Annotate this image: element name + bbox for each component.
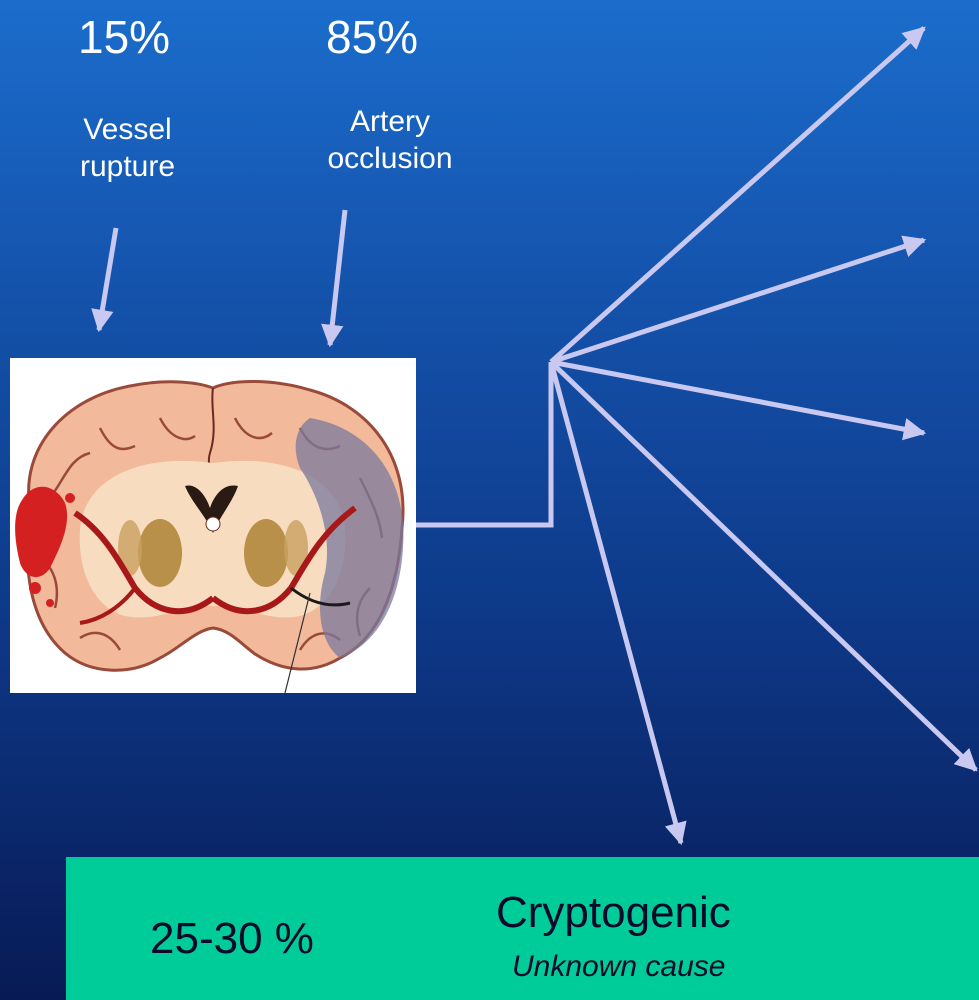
cryptogenic-title: Cryptogenic bbox=[496, 891, 731, 935]
brain-coronal-section-icon bbox=[10, 358, 416, 693]
arrow-branch-1 bbox=[551, 28, 924, 362]
arrow-rupture bbox=[99, 228, 116, 330]
arrow-branch-4 bbox=[551, 362, 976, 770]
arrow-branch-2 bbox=[551, 240, 924, 362]
cryptogenic-subtitle: Unknown cause bbox=[512, 952, 725, 982]
cryptogenic-box: 25-30 % Cryptogenic Unknown cause bbox=[66, 857, 979, 1000]
connector-elbow bbox=[416, 362, 551, 525]
cryptogenic-percent: 25-30 % bbox=[150, 917, 314, 961]
arrow-branch-3 bbox=[551, 362, 924, 433]
brain-illustration bbox=[10, 358, 416, 693]
arrow-occlusion bbox=[330, 210, 345, 345]
arrow-cryptogenic bbox=[551, 362, 681, 843]
